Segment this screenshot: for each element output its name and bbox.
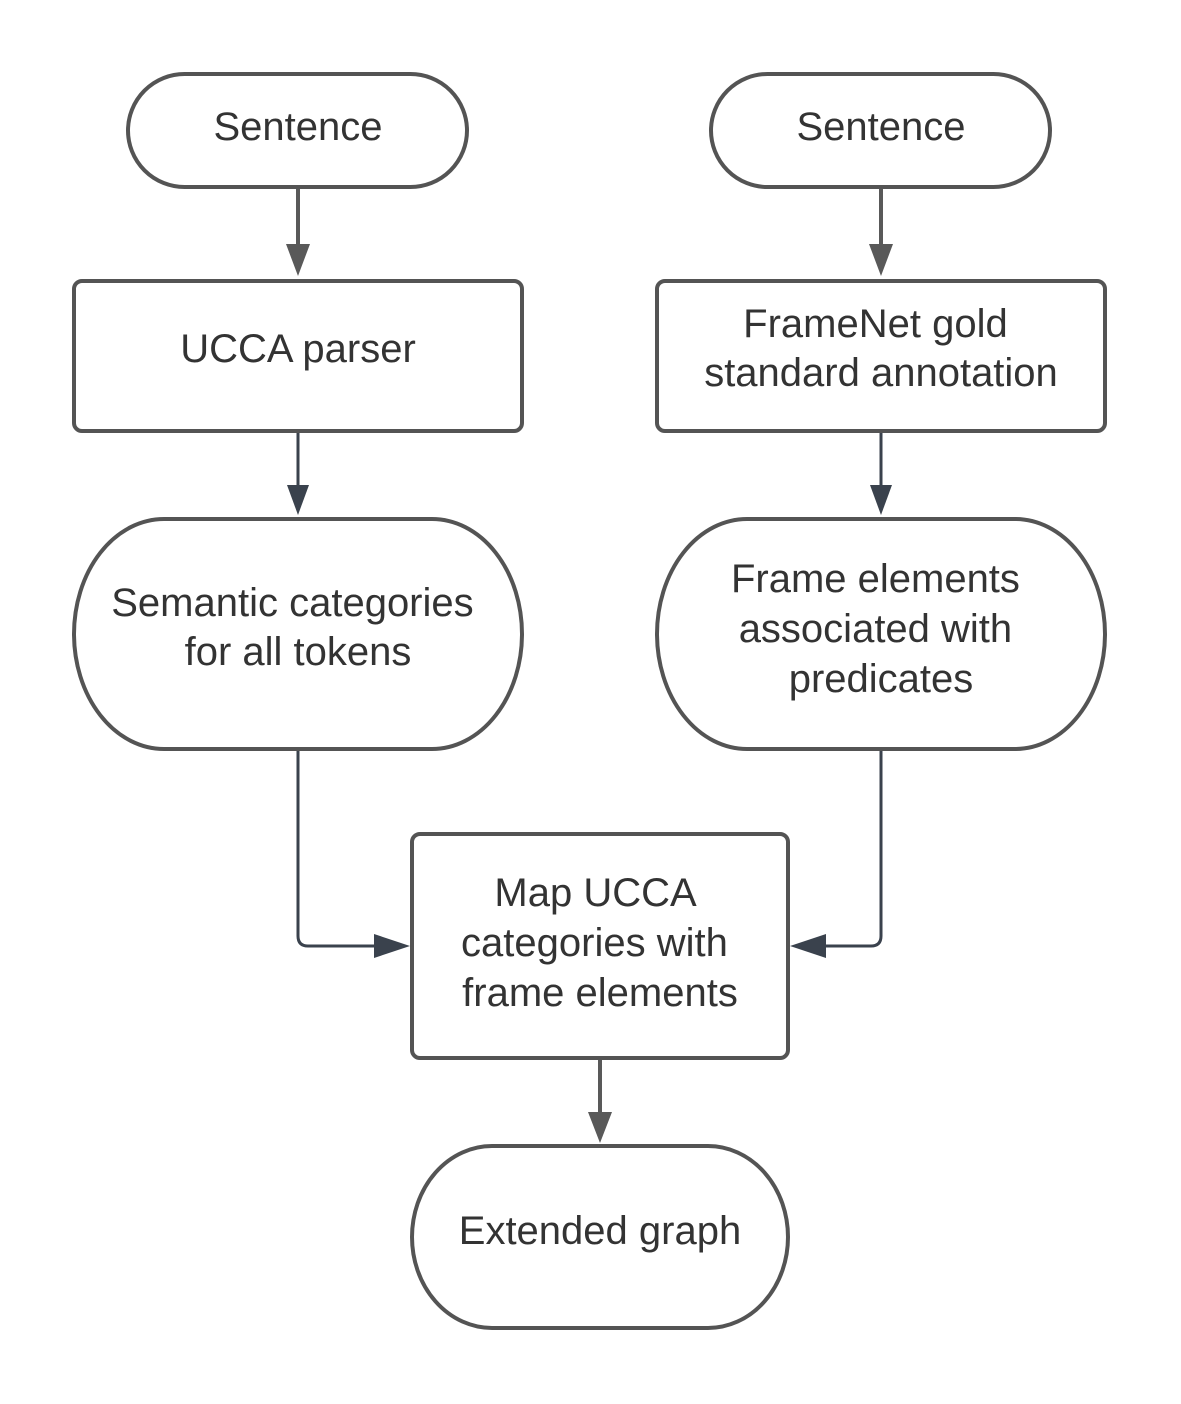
node-semantic-categories-label: Semantic categories for all tokens: [111, 581, 485, 674]
edge-sentence-right-to-framenet-gold: [869, 188, 893, 276]
edge-map-ucca-to-extended-graph: [588, 1060, 612, 1143]
node-semantic-categories: Semantic categories for all tokens: [72, 517, 524, 751]
node-extended-graph: Extended graph: [410, 1144, 790, 1330]
edge-sentence-left-to-ucca-parser: [286, 188, 310, 276]
node-sentence-left-label: Sentence: [213, 105, 382, 149]
node-extended-graph-label: Extended graph: [459, 1209, 741, 1253]
node-ucca-parser: UCCA parser: [72, 279, 524, 433]
node-frame-elements-label: Frame elements associated with predicate…: [731, 557, 1031, 701]
node-sentence-right-label: Sentence: [796, 105, 965, 149]
edge-ucca-parser-to-semantic-categories: [287, 433, 309, 515]
node-map-ucca-label: Map UCCA categories with frame elements: [461, 871, 739, 1015]
node-ucca-parser-label: UCCA parser: [180, 327, 416, 371]
edge-framenet-gold-to-frame-elements: [870, 433, 892, 515]
node-frame-elements: Frame elements associated with predicate…: [655, 517, 1107, 751]
node-framenet-gold: FrameNet gold standard annotation: [655, 279, 1107, 433]
edge-frame-elements-to-map-ucca: [790, 750, 883, 958]
edge-semantic-categories-to-map-ucca: [296, 750, 410, 958]
node-sentence-right: Sentence: [709, 72, 1052, 189]
node-map-ucca: Map UCCA categories with frame elements: [410, 832, 790, 1060]
node-sentence-left: Sentence: [126, 72, 469, 189]
node-framenet-gold-label: FrameNet gold standard annotation: [704, 302, 1058, 395]
